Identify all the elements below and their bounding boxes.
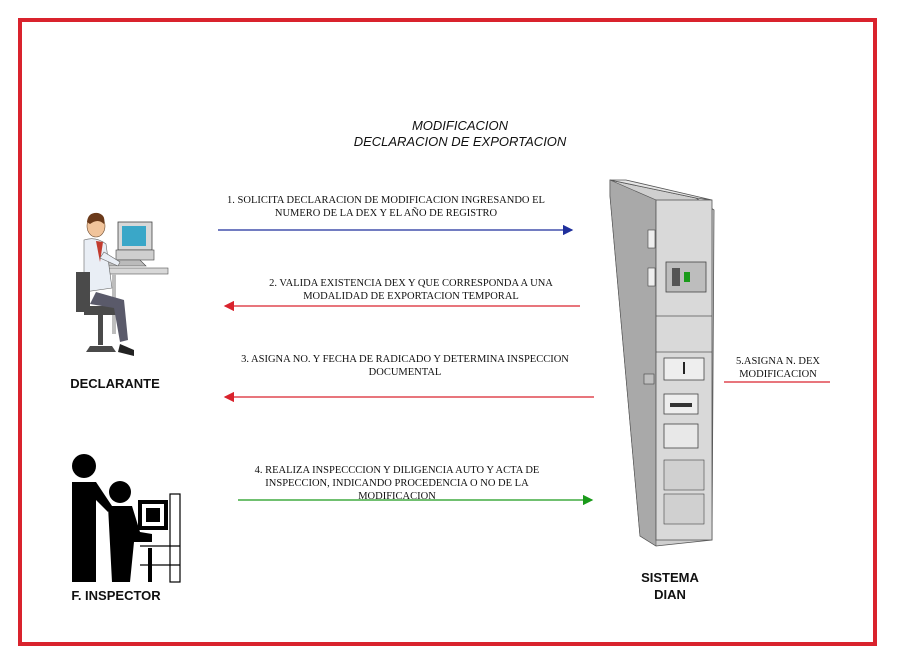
sistema-label-line-1: SISTEMA [641,570,699,585]
step-4-line-2: INSPECCION, INDICANDO PROCEDENCIA O NO D… [265,478,529,489]
step-2-text: 2. VALIDA EXISTENCIA DEX Y QUE CORRESPON… [236,277,586,303]
step-1-text: 1. SOLICITA DECLARACION DE MODIFICACION … [200,194,572,220]
step-5-text: 5.ASIGNA N. DEX MODIFICACION [720,355,836,381]
step-4-line-3: MODIFICACION [358,491,436,502]
step-4-text: 4. REALIZA INSPECCCION Y DILIGENCIA AUTO… [226,464,568,503]
step-5-line-2: MODIFICACION [739,369,817,380]
title-line-1: MODIFICACION [411,118,509,133]
step-3-line-2: DOCUMENTAL [368,367,442,378]
step-1-line-2: NUMERO DE LA DEX Y EL AÑO DE REGISTRO [274,208,498,219]
step-3-text: 3. ASIGNA NO. Y FECHA DE RADICADO Y DETE… [208,353,602,379]
inspector-label: F. INSPECTOR [71,588,161,603]
step-5-line-1: 5.ASIGNA N. DEX [736,356,820,367]
declarante-icon [76,212,169,356]
step-4-line-1: 4. REALIZA INSPECCCION Y DILIGENCIA AUTO… [254,465,540,476]
diagram-title: MODIFICACION DECLARACION DE EXPORTACION [300,118,620,150]
step-2-line-1: 2. VALIDA EXISTENCIA DEX Y QUE CORRESPON… [269,278,553,289]
inspector-icon [72,454,181,583]
diagram-frame [18,18,877,646]
declarante-label: DECLARANTE [70,376,160,391]
sistema-label: SISTEMA DIAN [620,569,720,603]
step-2-line-2: MODALIDAD DE EXPORTACION TEMPORAL [303,291,519,302]
step-3-line-1: 3. ASIGNA NO. Y FECHA DE RADICADO Y DETE… [241,354,569,365]
step-1-line-1: 1. SOLICITA DECLARACION DE MODIFICACION … [227,195,545,206]
server-icon [609,179,715,547]
sistema-label-line-2: DIAN [654,587,686,602]
title-line-2: DECLARACION DE EXPORTACION [353,134,567,149]
